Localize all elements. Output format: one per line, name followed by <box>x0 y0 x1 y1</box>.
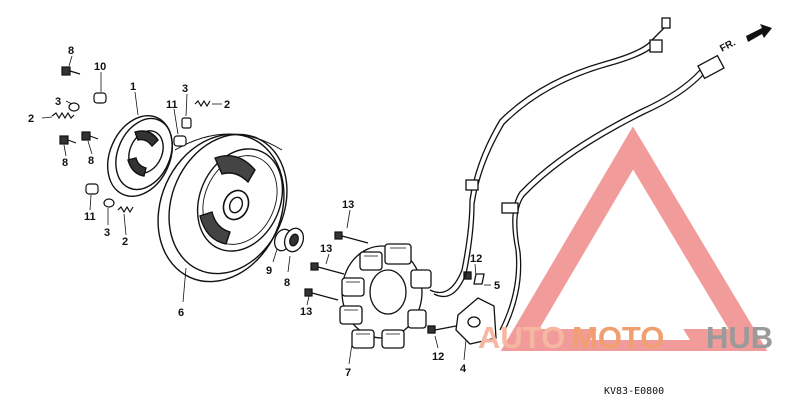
watermark-part1: AUTO <box>478 320 565 355</box>
callout-5: 5 <box>494 280 500 292</box>
bolts-left <box>51 66 211 214</box>
callout-4: 4 <box>460 363 467 375</box>
callout-8: 8 <box>68 45 74 57</box>
watermark-logo-icon <box>500 126 768 351</box>
watermark-part2: MOTO <box>572 320 664 355</box>
callout-12: 12 <box>470 253 482 265</box>
callout-12: 12 <box>432 351 444 363</box>
callout-11: 11 <box>166 99 178 111</box>
callout-3: 3 <box>182 83 188 95</box>
nut-and-washer <box>273 227 305 253</box>
callout-13: 13 <box>300 306 312 318</box>
callout-3: 3 <box>55 96 61 108</box>
callout-3: 3 <box>104 227 110 239</box>
callout-13: 13 <box>320 243 332 255</box>
callout-labels: 8 10 1 3 2 8 8 11 3 2 3 11 2 6 9 8 13 13… <box>28 45 500 379</box>
diagram-code: KV83-E0800 <box>604 386 664 397</box>
callout-6: 6 <box>178 307 184 319</box>
flywheel-rotor <box>157 133 288 283</box>
watermark-part3: HUB <box>706 320 773 355</box>
stator-coil <box>339 243 432 349</box>
stator-bolts <box>304 231 369 301</box>
direction-label: FR. <box>718 37 738 54</box>
callout-11: 11 <box>84 211 96 223</box>
flywheel-plate <box>107 115 173 197</box>
pulse-generator <box>427 271 497 345</box>
callout-13: 13 <box>342 199 354 211</box>
callout-2: 2 <box>122 236 128 248</box>
callout-2: 2 <box>28 113 34 125</box>
callout-1: 1 <box>130 81 136 93</box>
callout-9: 8 <box>284 277 290 289</box>
callout-11: 10 <box>94 61 106 73</box>
callout-8: 8 <box>88 155 94 167</box>
callout-2: 2 <box>224 99 230 111</box>
wire-harness <box>429 17 725 333</box>
front-direction-indicator: FR. <box>718 24 772 55</box>
callout-10: 9 <box>266 265 272 277</box>
callout-7: 7 <box>345 367 351 379</box>
callout-8: 8 <box>62 157 68 169</box>
watermark-text: AUTO MOTO HUB <box>478 320 773 355</box>
